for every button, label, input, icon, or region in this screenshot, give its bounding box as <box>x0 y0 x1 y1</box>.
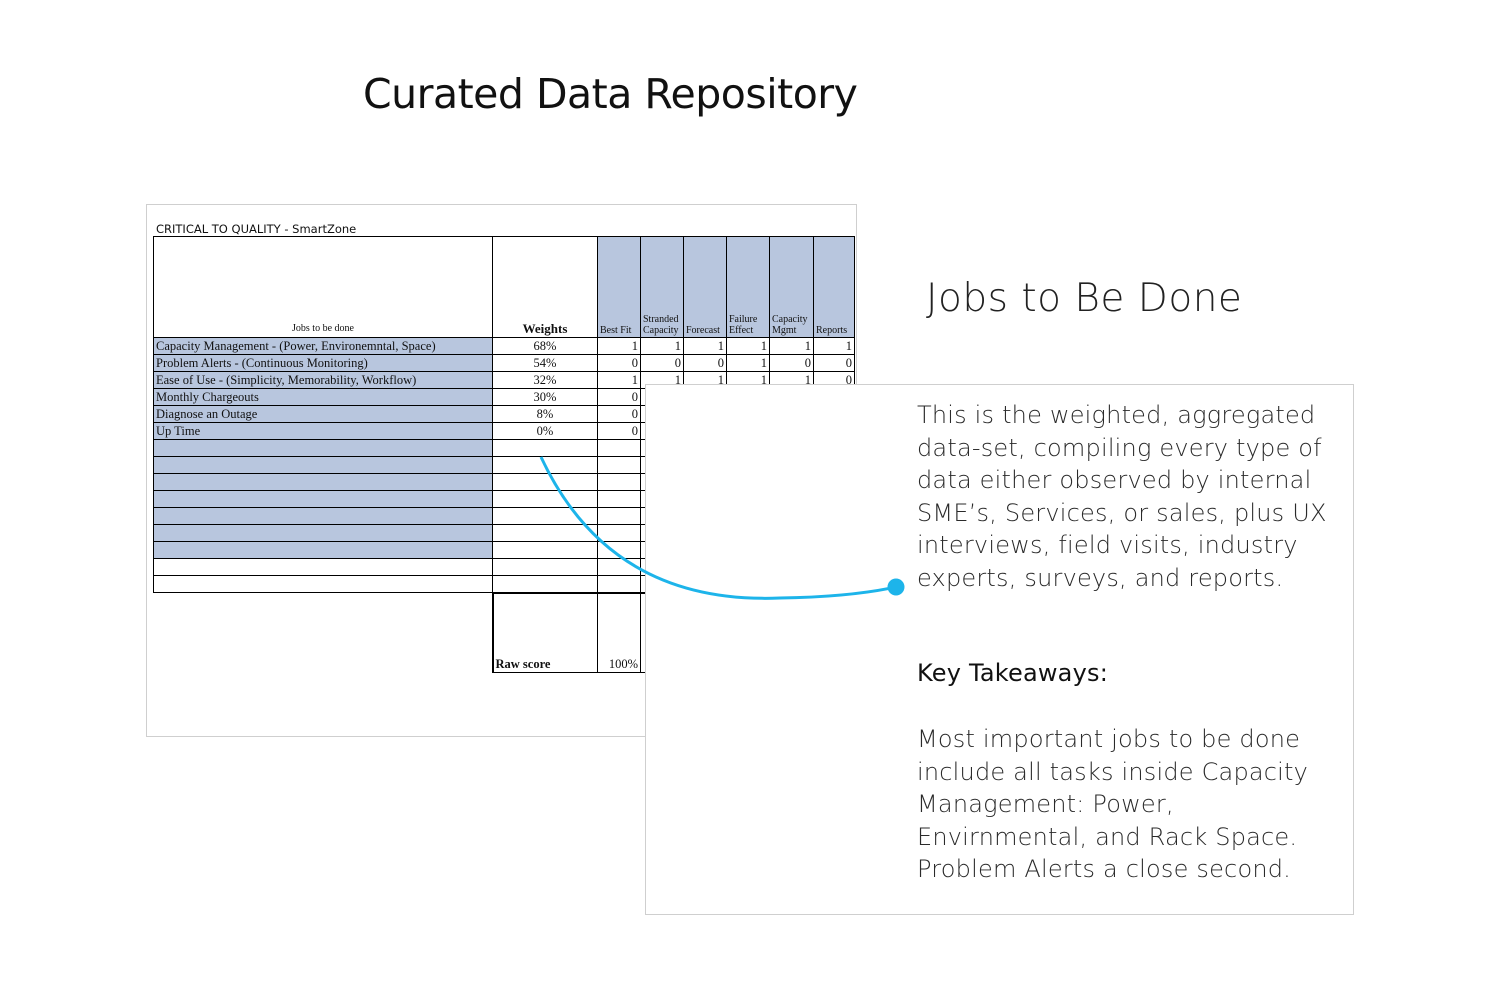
job-weight: 30% <box>492 388 598 406</box>
blank-cell <box>153 473 493 491</box>
score-cell: 0 <box>597 405 641 423</box>
job-name: Diagnose an Outage <box>153 405 493 423</box>
score-cell: 1 <box>726 354 770 372</box>
blank-cell <box>597 439 641 457</box>
job-name: Monthly Chargeouts <box>153 388 493 406</box>
blank-cell <box>597 541 641 559</box>
score-cell: 0 <box>597 354 641 372</box>
blank-cell <box>153 490 493 508</box>
raw-score-value: 100% <box>597 591 641 673</box>
blank-cell <box>597 575 641 593</box>
blank-cell <box>492 473 598 491</box>
score-cell: 1 <box>726 337 770 355</box>
blank-cell <box>492 490 598 508</box>
blank-cell <box>492 456 598 474</box>
score-cell: 0 <box>683 354 727 372</box>
score-cell: 1 <box>813 337 855 355</box>
blank-cell <box>597 490 641 508</box>
blank-cell <box>492 575 598 593</box>
header-capacity-mgmt: Capacity Mgmt <box>769 236 814 338</box>
job-weight: 8% <box>492 405 598 423</box>
raw-score-label: Raw score <box>491 591 598 673</box>
blank-cell <box>597 456 641 474</box>
header-stranded-capacity: Stranded Capacity <box>640 236 684 338</box>
blank-cell <box>597 507 641 525</box>
section-title: Jobs to Be Done <box>926 276 1243 321</box>
blank-cell <box>492 541 598 559</box>
table-row: Problem Alerts - (Continuous Monitoring)… <box>153 354 855 372</box>
sheet-title: CRITICAL TO QUALITY - SmartZone <box>156 222 357 236</box>
blank-row <box>153 439 855 457</box>
blank-cell <box>153 541 493 559</box>
card-body-text: This is the weighted, aggregated data-se… <box>917 401 1327 592</box>
empty-cell <box>154 593 493 673</box>
blank-cell <box>153 456 493 474</box>
header-jobs: Jobs to be done <box>153 236 493 338</box>
score-cell: 0 <box>813 354 855 372</box>
blank-cell <box>153 524 493 542</box>
blank-cell <box>153 558 493 576</box>
key-takeaways-heading: Key Takeaways: <box>917 659 1108 687</box>
job-name: Problem Alerts - (Continuous Monitoring) <box>153 354 493 372</box>
score-cell: 1 <box>683 337 727 355</box>
blank-cell <box>492 507 598 525</box>
blank-cell <box>597 524 641 542</box>
blank-cell <box>153 439 493 457</box>
blank-cell <box>597 558 641 576</box>
score-cell: 1 <box>769 337 814 355</box>
job-weight: 54% <box>492 354 598 372</box>
blank-cell <box>597 473 641 491</box>
header-weights: Weights <box>492 236 598 338</box>
score-cell: 0 <box>640 354 684 372</box>
score-cell: 1 <box>597 371 641 389</box>
score-cell: 0 <box>769 354 814 372</box>
blank-cell <box>492 524 598 542</box>
table-row: Capacity Management - (Power, Environemn… <box>153 337 855 355</box>
blank-cell <box>153 575 493 593</box>
page-title: Curated Data Repository <box>363 70 858 118</box>
score-cell: 0 <box>597 388 641 406</box>
blank-cell <box>492 558 598 576</box>
job-name: Up Time <box>153 422 493 440</box>
blank-cell <box>153 507 493 525</box>
blank-cell <box>492 439 598 457</box>
job-name: Capacity Management - (Power, Environemn… <box>153 337 493 355</box>
info-card: This is the weighted, aggregated data-se… <box>645 384 1354 915</box>
score-cell: 0 <box>597 422 641 440</box>
job-weight: 68% <box>492 337 598 355</box>
job-weight: 0% <box>492 422 598 440</box>
header-best-fit: Best Fit <box>597 236 641 338</box>
header-forecast: Forecast <box>683 236 727 338</box>
header-reports: Reports <box>813 236 855 338</box>
job-name: Ease of Use - (Simplicity, Memorability,… <box>153 371 493 389</box>
job-weight: 32% <box>492 371 598 389</box>
key-takeaways-text: Most important jobs to be done include a… <box>917 725 1309 883</box>
score-cell: 1 <box>640 337 684 355</box>
score-cell: 1 <box>597 337 641 355</box>
header-failure-effect: Failure Effect <box>726 236 770 338</box>
table-header-row: Jobs to be done Weights Best Fit Strande… <box>153 236 855 338</box>
